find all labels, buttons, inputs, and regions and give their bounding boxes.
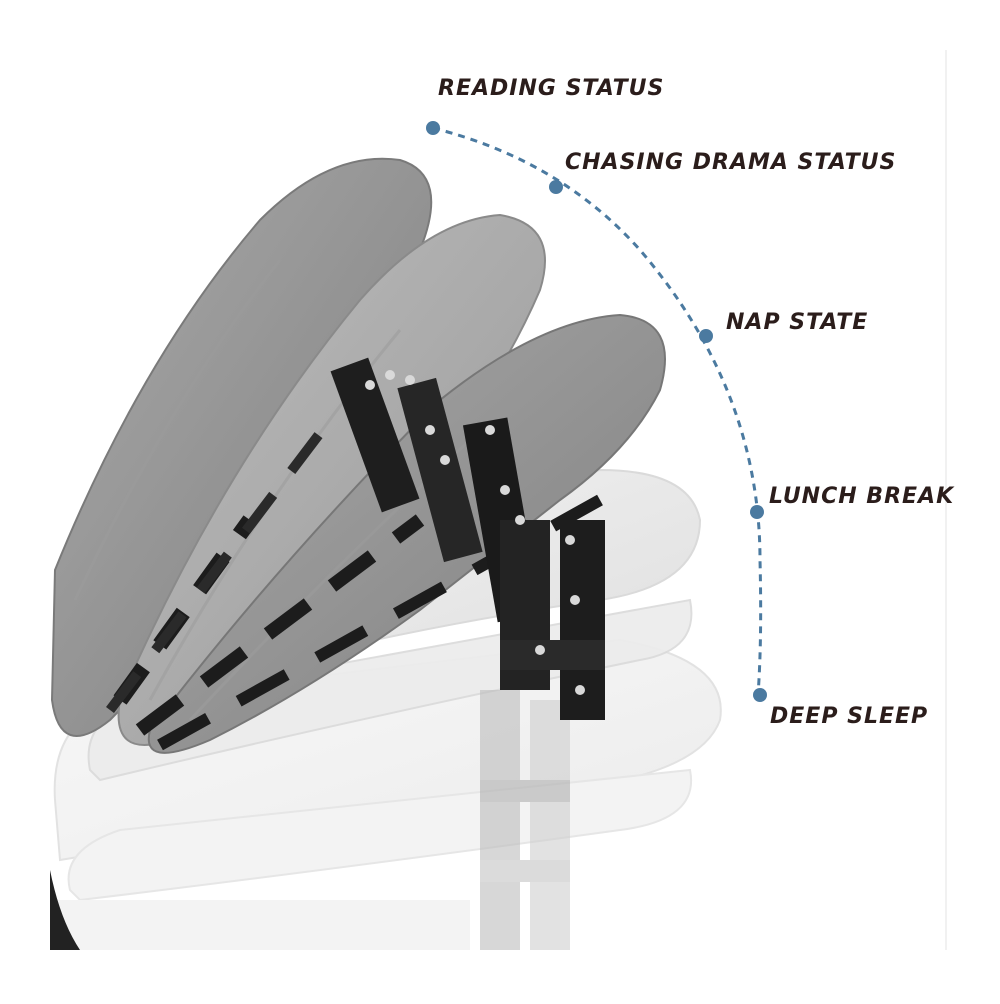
deep-sleep-label: DEEP SLEEP xyxy=(770,704,929,729)
ghost-legs xyxy=(480,690,570,950)
nap-state-label: NAP STATE xyxy=(726,310,869,335)
reading-status-label: READING STATUS xyxy=(438,76,665,101)
frame-edge xyxy=(945,50,947,950)
marker-reading xyxy=(426,121,440,135)
frame-rails xyxy=(106,416,603,751)
hinge-mechanism xyxy=(330,357,605,720)
marker-deep-sleep xyxy=(753,688,767,702)
chasing-drama-status-label: CHASING DRAMA STATUS xyxy=(565,150,897,175)
floor-shadow xyxy=(50,870,470,950)
marker-lunch-break xyxy=(750,505,764,519)
recline-arc xyxy=(426,121,767,702)
marker-chasing-drama xyxy=(549,180,563,194)
marker-nap xyxy=(699,329,713,343)
lunch-break-label: LUNCH BREAK xyxy=(769,484,955,509)
